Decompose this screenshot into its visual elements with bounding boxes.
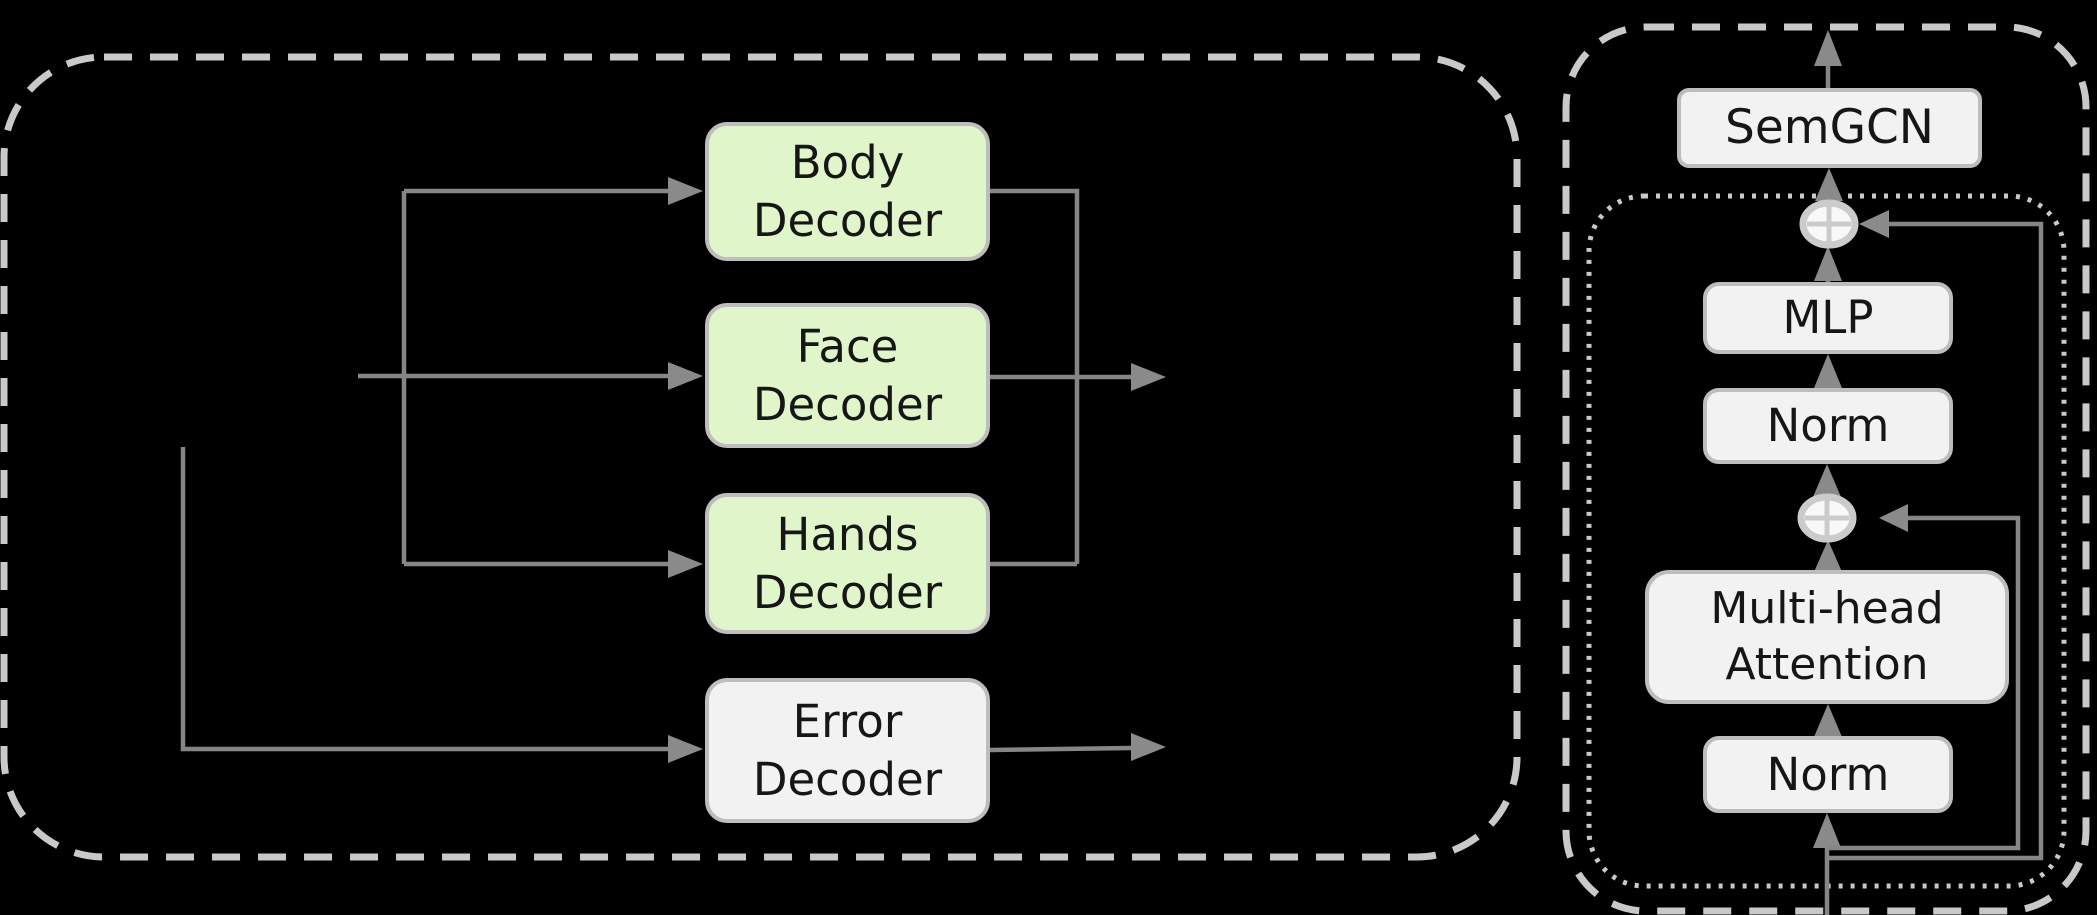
body-output-line: [990, 188, 1080, 564]
body-decoder-box: Body Decoder: [705, 122, 990, 261]
semgcn-output-arrow: [1814, 30, 1842, 88]
error-output-arrow: [989, 733, 1166, 761]
mlp-to-add1-arrow: [1814, 246, 1842, 282]
error-input-arrow: [180, 447, 703, 763]
hands-input-arrowhead: [668, 550, 703, 578]
multi-head-attention-box: Multi-head Attention: [1645, 570, 2009, 704]
hands-decoder-box: Hands Decoder: [705, 493, 990, 634]
skip-connection-attention: [1827, 504, 2021, 851]
semgcn-box: SemGCN: [1677, 88, 1982, 168]
input-to-norm2-arrow: [1813, 813, 1841, 915]
add1-to-semgcn-arrow: [1815, 168, 1843, 204]
transformer-panel-border: [1562, 23, 2090, 915]
input-split-line: [358, 188, 668, 567]
add2-to-norm1-arrow: [1813, 464, 1841, 497]
face-input-arrowhead: [668, 362, 703, 390]
norm-bottom-box: Norm: [1703, 736, 1953, 813]
add-icon: [1799, 199, 1859, 249]
norm-top-box: Norm: [1703, 388, 1953, 464]
merged-output-arrow: [990, 363, 1166, 391]
norm1-to-mlp-arrow: [1814, 354, 1842, 388]
skip-connection-mlp: [1827, 210, 2044, 861]
face-decoder-box: Face Decoder: [705, 303, 990, 448]
decoders-panel-border: [0, 53, 1521, 861]
norm2-to-attention-arrow: [1814, 704, 1842, 737]
error-decoder-box: Error Decoder: [705, 678, 990, 823]
add-icon: [1797, 493, 1857, 543]
mlp-box: MLP: [1703, 282, 1953, 354]
body-input-arrowhead: [668, 177, 703, 205]
attention-to-add2-arrow: [1814, 540, 1842, 572]
